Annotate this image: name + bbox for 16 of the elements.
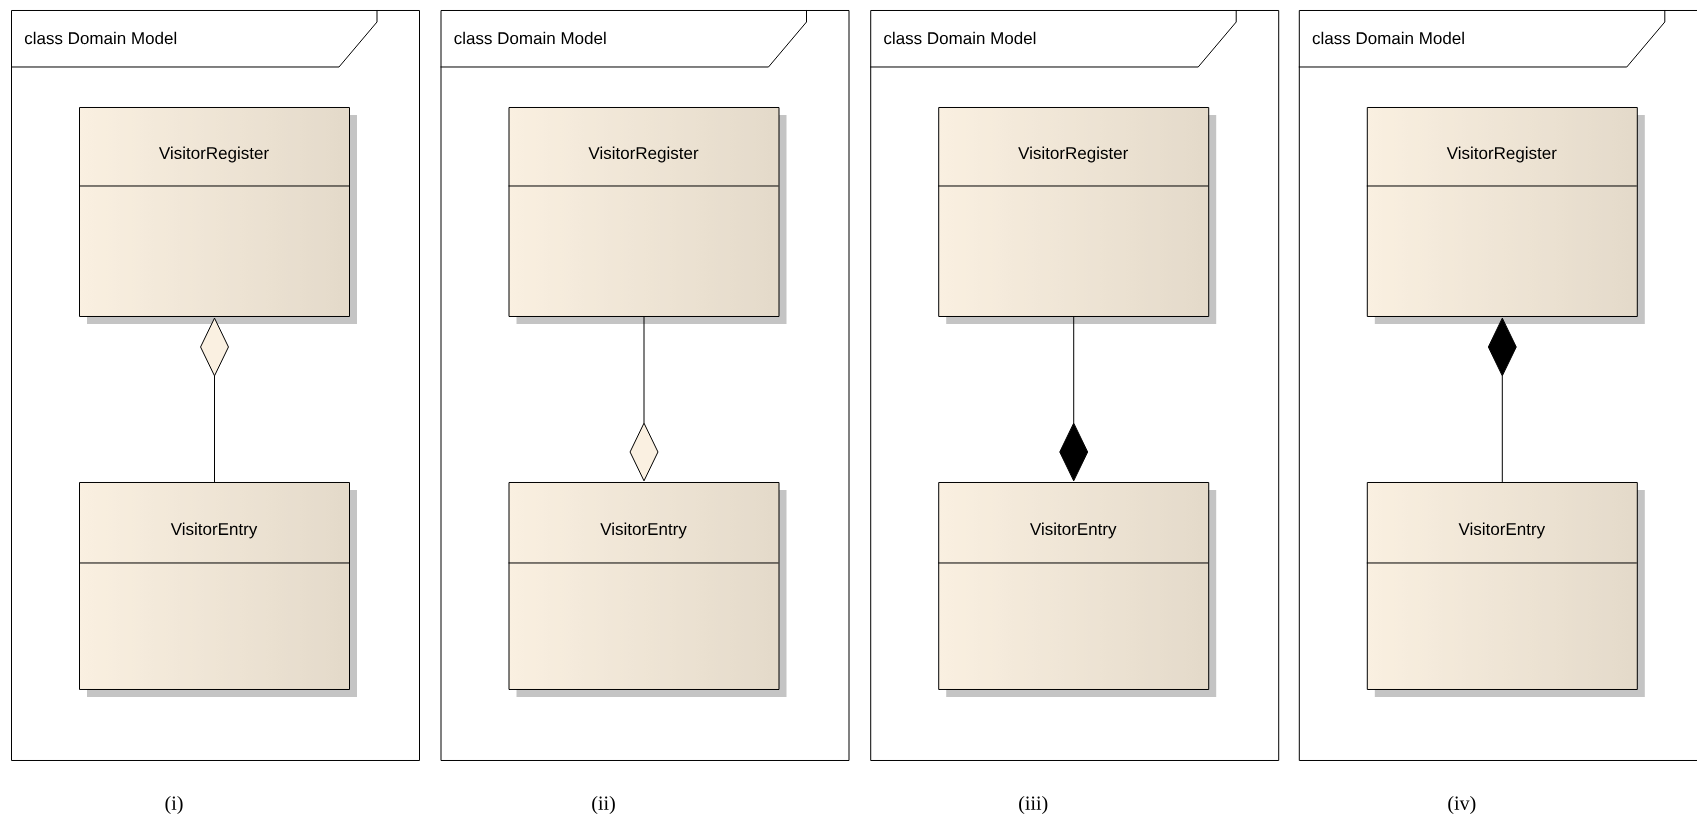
panel-label: (i) [165,795,183,815]
association-line [200,317,229,483]
panel-label: (iii) [1019,795,1048,815]
panel-label: (ii) [592,795,615,815]
class-box: VisitorRegister [1366,107,1645,324]
panel-label: (iv) [1448,795,1476,815]
class-box: VisitorEntry [508,482,787,697]
class-box: VisitorEntry [78,482,357,697]
association-line [629,316,659,482]
association-line [1059,316,1089,482]
class-box: VisitorEntry [937,482,1217,697]
class-box: VisitorRegister [937,107,1217,324]
class-box: VisitorEntry [1366,482,1645,697]
association-line [1487,317,1517,483]
class-box: VisitorRegister [78,107,357,324]
class-box: VisitorRegister [508,107,787,324]
